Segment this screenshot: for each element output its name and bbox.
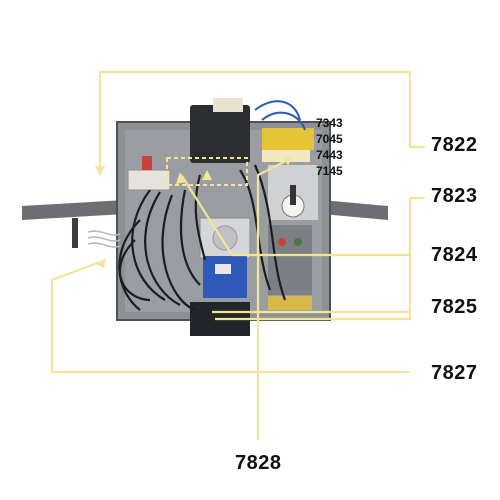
callout-7824: 7824 (431, 244, 478, 266)
code-7045: 7045 (316, 132, 343, 146)
code-7343: 7343 (316, 116, 343, 130)
component-label (262, 150, 310, 162)
blue-relay (203, 256, 247, 298)
bottom-yellow-terminal (268, 296, 312, 310)
relay-socket-ring (212, 225, 238, 251)
dial-pointer (290, 185, 296, 205)
transformer-label (213, 98, 243, 112)
code-7443: 7443 (316, 148, 343, 162)
dashed-highlight-box (166, 157, 248, 186)
blue-wires (254, 100, 306, 131)
right-mounting-bracket (322, 200, 388, 220)
callout-7822: 7822 (431, 134, 478, 156)
left-coil-wires (87, 230, 121, 248)
leader-lines (50, 70, 425, 440)
transformer (190, 105, 250, 163)
callout-7827: 7827 (431, 362, 478, 384)
indicator-red (278, 238, 286, 246)
left-mounting-bracket (22, 200, 125, 220)
blue-relay-label (215, 264, 231, 274)
yellow-component (262, 128, 314, 150)
terminal-red (142, 156, 152, 170)
indicator-green (294, 238, 302, 246)
arrow-heads (95, 157, 292, 268)
callout-7825: 7825 (431, 296, 478, 318)
callout-7828: 7828 (235, 452, 282, 474)
callout-7823: 7823 (431, 185, 478, 207)
left-bracket-bolt (72, 218, 78, 248)
code-7145: 7145 (316, 164, 343, 178)
terminal-strip (127, 169, 171, 191)
